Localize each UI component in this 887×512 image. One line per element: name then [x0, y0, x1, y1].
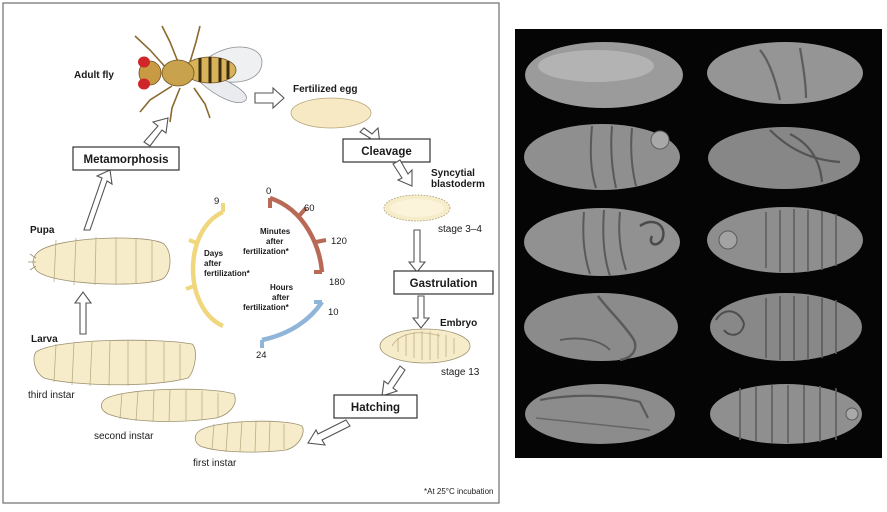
arrow-gastrulation-to-embryo	[411, 295, 431, 329]
footnote: *At 25°C incubation	[424, 487, 493, 496]
hours-arc	[261, 300, 324, 343]
first-instar-larva-image	[194, 420, 304, 453]
label-stage-13: stage 13	[441, 367, 480, 378]
label-larva: Larva	[31, 334, 58, 345]
pupa-image	[28, 236, 171, 286]
micrograph-4	[524, 293, 678, 362]
days-arc	[190, 209, 225, 329]
minutes-tick-0: 0	[266, 186, 271, 197]
micrograph-6	[707, 42, 863, 104]
arrow-embryo-to-hatching	[381, 365, 406, 397]
micrograph-2	[524, 124, 680, 190]
step-hatching: Hatching	[333, 394, 418, 419]
arrow-pupa-to-metamorphosis	[83, 169, 113, 231]
blastoderm-image	[383, 194, 451, 222]
minutes-arc	[269, 195, 325, 273]
arrow-cleavage-to-blastoderm	[392, 159, 413, 187]
arrow-larva-to-pupa	[73, 291, 93, 335]
micrograph-5	[525, 384, 675, 444]
step-cleavage: Cleavage	[342, 138, 431, 163]
step-gastrulation: Gastrulation	[393, 270, 494, 295]
arrow-fly-to-egg	[254, 86, 285, 110]
svg-text:Cleavage: Cleavage	[361, 146, 412, 158]
arrow-metamorphosis-to-fly	[143, 117, 169, 147]
embryo-image	[379, 328, 471, 364]
label-third-instar: third instar	[28, 390, 75, 401]
adult-fly-image	[134, 25, 263, 123]
step-metamorphosis: Metamorphosis	[72, 146, 180, 171]
life-cycle-panel: Adult fly Fertilized egg Cleavage Syncyt…	[2, 2, 500, 504]
micrograph-8	[707, 207, 863, 273]
svg-text:Gastrulation: Gastrulation	[410, 278, 478, 290]
fertilized-egg-image	[290, 97, 372, 129]
micrograph-7	[708, 127, 860, 189]
third-instar-larva-image	[33, 339, 196, 387]
hours-tick-24: 24	[256, 350, 267, 361]
label-syncytial-blastoderm: Syncytial blastoderm	[431, 168, 485, 190]
minutes-tick-60: 60	[304, 203, 315, 214]
label-second-instar: second instar	[94, 431, 154, 442]
micrograph-3	[524, 208, 680, 277]
minutes-tick-180: 180	[329, 277, 345, 288]
micrograph-10	[710, 384, 862, 444]
svg-text:Metamorphosis: Metamorphosis	[84, 154, 169, 166]
label-pupa: Pupa	[30, 225, 55, 236]
label-first-instar: first instar	[193, 458, 237, 469]
arrow-hatching-to-first-instar	[307, 419, 351, 446]
second-instar-larva-image	[100, 388, 236, 423]
micrograph-1	[525, 42, 683, 108]
embryo-micrographs-panel	[515, 29, 882, 458]
hours-tick-10: 10	[328, 307, 339, 318]
label-embryo: Embryo	[440, 318, 477, 329]
label-adult-fly: Adult fly	[74, 70, 114, 81]
days-tick-9: 9	[214, 196, 219, 207]
label-stage-3-4: stage 3–4	[438, 224, 482, 235]
svg-text:Hatching: Hatching	[351, 402, 400, 414]
label-fertilized-egg: Fertilized egg	[293, 84, 357, 95]
micrograph-9	[710, 293, 862, 361]
minutes-tick-120: 120	[331, 236, 347, 247]
arrow-blastoderm-to-gastrulation	[407, 229, 427, 273]
